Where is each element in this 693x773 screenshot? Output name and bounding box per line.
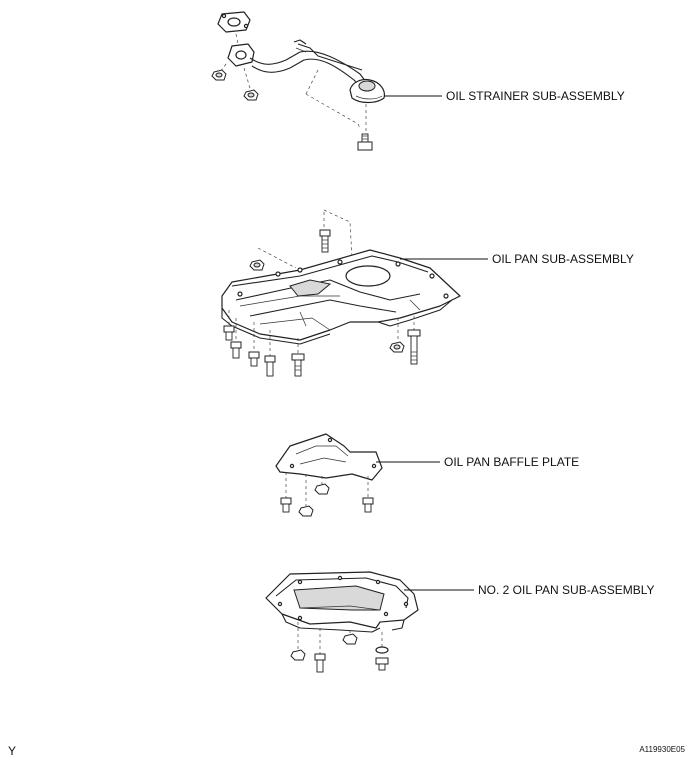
baffle-nut-1 [298, 505, 314, 517]
oil-pan-bolt-2 [230, 341, 242, 359]
no2-oil-pan-label: NO. 2 OIL PAN SUB-ASSEMBLY [478, 583, 655, 597]
strainer-body [349, 78, 385, 104]
strainer-bolt [357, 133, 373, 151]
no2-oil-pan-bolt [314, 653, 326, 673]
oil-pan-top-nut [249, 259, 265, 271]
no2-oil-pan-body [265, 571, 419, 633]
oil-strainer-group: OIL STRAINER SUB-ASSEMBLY [211, 11, 625, 151]
no2-oil-pan-nut-1 [290, 649, 306, 661]
strainer-nut-left [211, 69, 227, 81]
oil-pan-label: OIL PAN SUB-ASSEMBLY [492, 252, 634, 266]
baffle-plate-group: OIL PAN BAFFLE PLATE [275, 433, 579, 517]
figure-code: A119930E05 [639, 745, 685, 754]
oil-pan-group: OIL PAN SUB-ASSEMBLY [221, 209, 634, 377]
oil-pan-body [221, 249, 461, 345]
drain-plug-gasket [375, 646, 389, 654]
corner-mark: Y [8, 744, 16, 758]
no2-oil-pan-nut-2 [342, 633, 358, 645]
oil-pan-top-bolt [319, 229, 331, 253]
oil-pan-bolt-5 [291, 353, 305, 377]
no2-oil-pan-group: NO. 2 OIL PAN SUB-ASSEMBLY [265, 571, 655, 673]
baffle-bolt-2 [362, 497, 374, 513]
strainer-gasket [217, 11, 251, 33]
baffle-plate-body [275, 433, 383, 481]
drain-plug [375, 657, 389, 671]
strainer-tube [227, 39, 367, 87]
baffle-nut-2 [314, 483, 330, 495]
oil-pan-bolt-3 [248, 351, 260, 367]
oil-pan-long-bolt [407, 329, 421, 365]
oil-strainer-label: OIL STRAINER SUB-ASSEMBLY [446, 89, 625, 103]
baffle-plate-label: OIL PAN BAFFLE PLATE [444, 455, 579, 469]
oil-pan-nut-right [389, 341, 405, 353]
oil-pan-bolt-4 [264, 355, 276, 377]
baffle-bolt-1 [280, 497, 292, 513]
strainer-nut-right [243, 89, 259, 101]
oil-pan-bolt-1 [223, 325, 235, 341]
